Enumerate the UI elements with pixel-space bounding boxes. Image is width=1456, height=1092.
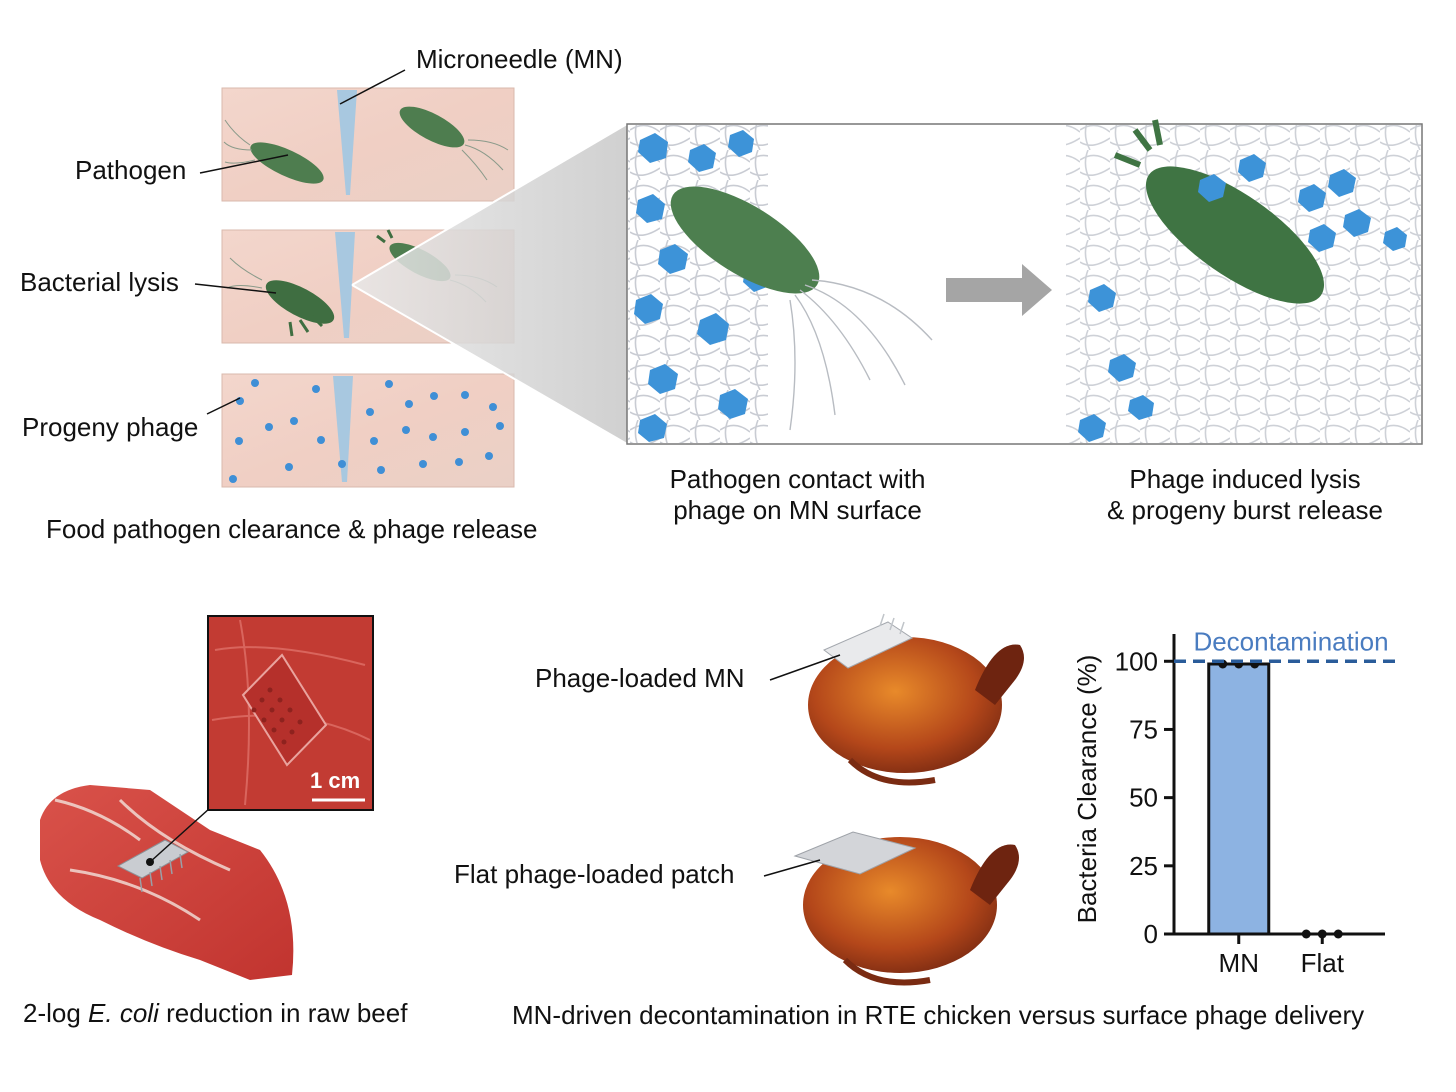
y-tick-label: 25 (1129, 851, 1158, 881)
x-tick-label: Flat (1301, 948, 1345, 978)
microneedle-array-icon (241, 653, 328, 767)
bacterium-icon (223, 119, 324, 184)
microneedle-patch-icon (823, 613, 914, 669)
label-bacterial-lysis: Bacterial lysis (20, 267, 179, 297)
bar (1207, 662, 1271, 936)
y-tick-label: 100 (1115, 646, 1158, 676)
chicken-mn-photo (769, 613, 1024, 786)
caption-lysis-line1: Phage induced lysis (1129, 464, 1361, 494)
data-point (1317, 929, 1327, 939)
chicken-flat-photo (763, 831, 1019, 986)
caption-beef-pre: 2-log (23, 998, 89, 1028)
x-tick-label: MN (1219, 948, 1259, 978)
caption-chicken: MN-driven decontamination in RTE chicken… (512, 1000, 1365, 1030)
caption-lysis-burst: Phage induced lysis & progeny burst rele… (1085, 464, 1405, 526)
zoom-cone (352, 124, 627, 444)
caption-food-pathogen: Food pathogen clearance & phage release (46, 514, 538, 544)
caption-beef: 2-log E. coli reduction in raw beef (23, 998, 407, 1029)
caption-lysis-line2: & progeny burst release (1106, 495, 1384, 525)
label-microneedle: Microneedle (MN) (416, 44, 623, 74)
clearance-chart: 0 25 50 75 100 Bacteria Clearance (%) MN Flat De… (1072, 626, 1395, 978)
data-point (1301, 929, 1311, 939)
caption-contact: Pathogen contact with phage on MN surfac… (640, 464, 955, 526)
beef-photo (40, 785, 294, 980)
lysed-bacterium-icon (226, 257, 335, 337)
caption-beef-post: reduction in raw beef (158, 998, 408, 1028)
caption-contact-line1: Pathogen contact with (669, 464, 926, 494)
flat-patch-icon (793, 831, 917, 875)
y-axis-label: Bacteria Clearance (%) (1072, 655, 1102, 924)
label-flat-patch: Flat phage-loaded patch (454, 859, 735, 889)
label-phage-loaded-mn: Phage-loaded MN (535, 663, 745, 693)
zoom-panel (626, 119, 1423, 445)
phage-icons (229, 379, 504, 483)
pathogen-zoom-right (1113, 119, 1325, 304)
scale-bar-label: 1 cm (310, 768, 361, 793)
pathogen-zoom-left (670, 186, 933, 431)
beef-inset (207, 615, 374, 811)
label-pathogen: Pathogen (75, 155, 187, 185)
bacterium-icon (399, 106, 509, 181)
y-tick-label: 75 (1129, 714, 1158, 744)
panel-pathogen (221, 87, 515, 202)
caption-contact-line2: phage on MN surface (673, 495, 922, 525)
panel-progeny (221, 373, 515, 488)
caption-beef-ecoli: E. coli (88, 998, 159, 1028)
reference-line-label: Decontamination (1193, 626, 1388, 656)
data-point (1333, 929, 1343, 939)
y-tick-label: 50 (1129, 783, 1158, 813)
y-tick-label: 0 (1144, 919, 1158, 949)
phage-capsids-right (1078, 154, 1407, 442)
arrow-icon (946, 264, 1052, 316)
leader-lines (194, 69, 406, 415)
label-progeny-phage: Progeny phage (22, 412, 199, 442)
